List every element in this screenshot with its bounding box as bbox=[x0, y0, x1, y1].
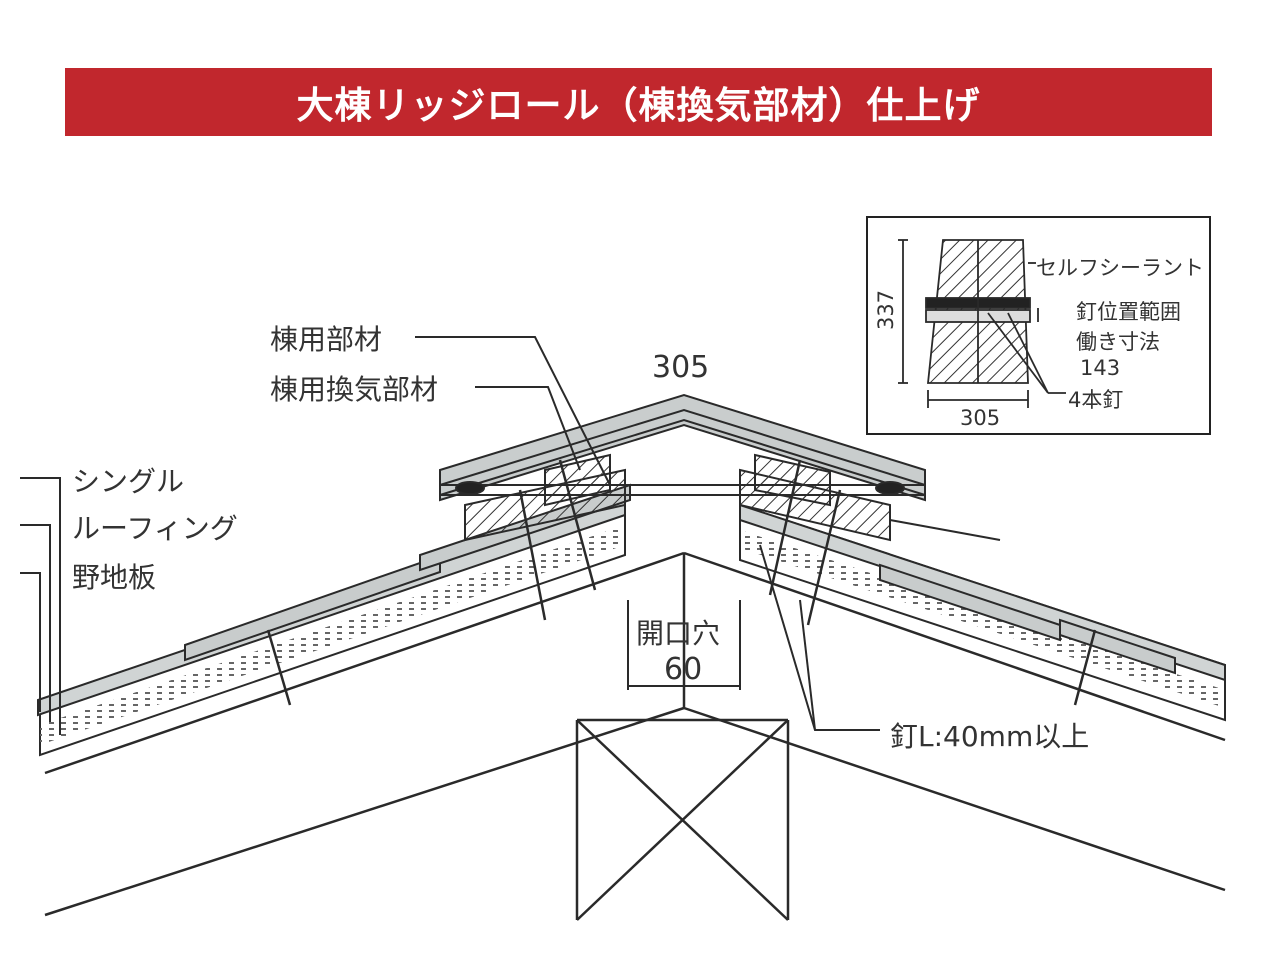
inset-work-dim: 143 bbox=[1080, 356, 1121, 380]
left-slope-layers bbox=[37, 483, 631, 757]
label-sheathing: 野地板 bbox=[72, 561, 157, 594]
label-opening-hole: 開口穴 bbox=[636, 617, 721, 650]
inset-height-dim: 337 bbox=[874, 289, 899, 331]
inset-detail-box: 337 セルフシーラント 釘位置範囲 働き寸法 143 4本釘 305 bbox=[866, 216, 1211, 435]
label-shingle: シングル bbox=[72, 465, 185, 498]
label-ridge-member: 棟用部材 bbox=[270, 323, 383, 356]
label-opening-width: 60 bbox=[664, 652, 703, 687]
inset-self-sealant: セルフシーラント bbox=[1036, 256, 1204, 280]
inset-drawing bbox=[898, 239, 1066, 408]
leader-lines bbox=[20, 336, 1001, 735]
label-ridge-vent-member: 棟用換気部材 bbox=[270, 373, 439, 406]
ridge-vent-blocks bbox=[464, 453, 891, 542]
inset-work-label: 働き寸法 bbox=[1076, 330, 1160, 354]
inset-nail-range: 釘位置範囲 bbox=[1076, 300, 1181, 324]
label-ridge-width: 305 bbox=[652, 350, 710, 385]
inset-width-dim: 305 bbox=[960, 406, 1001, 430]
label-nail-spec: 釘L:40mm以上 bbox=[890, 720, 1090, 753]
inset-four-nails: 4本釘 bbox=[1068, 388, 1124, 412]
right-slope-layers bbox=[739, 503, 1226, 722]
ridge-cap-layers bbox=[439, 393, 926, 502]
title-banner: 大棟リッジロール（棟換気部材）仕上げ bbox=[65, 68, 1212, 136]
nails bbox=[266, 459, 1097, 706]
opening-dimension bbox=[627, 600, 741, 690]
roof-frame bbox=[44, 551, 1226, 921]
label-roofing: ルーフィング bbox=[72, 512, 238, 545]
